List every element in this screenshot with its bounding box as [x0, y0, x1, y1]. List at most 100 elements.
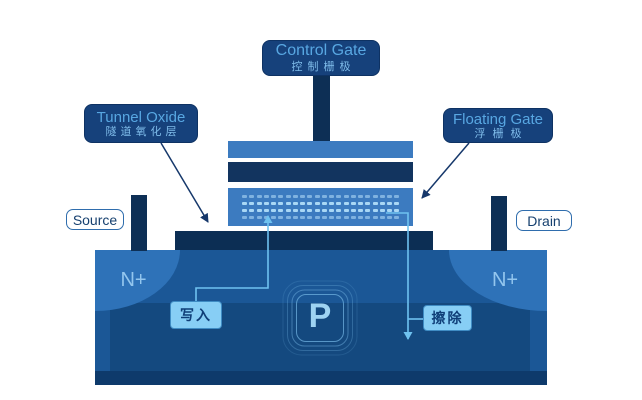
electron-dash — [329, 208, 334, 212]
electron-dash — [343, 215, 349, 219]
electron-dash — [314, 201, 320, 205]
floating-gate-layer — [228, 188, 413, 226]
electron-dash — [379, 201, 385, 205]
electron-dash — [379, 215, 385, 219]
tunnel-oxide-layer — [175, 231, 433, 250]
electron-dash — [292, 208, 298, 212]
electron-dash — [372, 208, 378, 212]
electron-dash — [307, 215, 312, 219]
electron-dash — [350, 201, 356, 205]
electron-dash — [394, 194, 399, 198]
p-substrate-body: N+ N+ P — [95, 250, 547, 385]
electron-dash — [343, 201, 349, 205]
electron-group — [300, 194, 312, 219]
electron-dash — [365, 208, 370, 212]
electron-dash — [372, 194, 378, 198]
write-tag: 写入 — [170, 301, 222, 329]
erase-tag: 擦除 — [423, 305, 472, 331]
tunnel-oxide-label-en: Tunnel Oxide — [96, 108, 186, 126]
floating-gate-electrons — [242, 194, 399, 219]
electron-dash — [343, 208, 349, 212]
control-gate-label-en: Control Gate — [275, 42, 367, 60]
electron-dash — [271, 194, 276, 198]
electron-dash — [271, 215, 276, 219]
electron-group — [372, 194, 385, 219]
electron-dash — [300, 208, 305, 212]
electron-dash — [307, 194, 312, 198]
electron-dash — [307, 208, 312, 212]
electron-dash — [387, 194, 392, 198]
electron-dash — [329, 194, 334, 198]
electron-dash — [300, 201, 305, 205]
electron-dash — [321, 208, 327, 212]
electron-dash — [379, 194, 385, 198]
drain-label: Drain — [516, 210, 572, 231]
electron-group — [271, 194, 283, 219]
electron-group — [242, 194, 254, 219]
electron-dash — [285, 201, 291, 205]
electron-dash — [256, 215, 262, 219]
n-plus-drain-region: N+ — [449, 250, 547, 311]
electron-dash — [372, 201, 378, 205]
electron-dash — [321, 215, 327, 219]
electron-dash — [256, 194, 262, 198]
floating-gate-label-cn: 浮栅极 — [474, 127, 529, 140]
electron-dash — [358, 208, 363, 212]
electron-dash — [307, 201, 312, 205]
electron-dash — [278, 208, 283, 212]
substrate-bottom-edge — [95, 371, 547, 385]
electron-dash — [350, 215, 356, 219]
electron-dash — [278, 194, 283, 198]
electron-group — [329, 194, 341, 219]
electron-dash — [350, 208, 356, 212]
electron-dash — [242, 208, 247, 212]
electron-dash — [249, 208, 254, 212]
electron-group — [387, 194, 399, 219]
electron-dash — [343, 194, 349, 198]
tunnel-oxide-label-cn: 隧道氧化层 — [105, 125, 181, 138]
electron-dash — [387, 201, 392, 205]
electron-dash — [271, 208, 276, 212]
interpoly-oxide-layer — [228, 162, 413, 182]
electron-dash — [365, 201, 370, 205]
electron-dash — [329, 215, 334, 219]
electron-dash — [263, 215, 269, 219]
electron-dash — [300, 215, 305, 219]
electron-dash — [285, 208, 291, 212]
electron-dash — [271, 201, 276, 205]
electron-dash — [263, 194, 269, 198]
electron-dash — [263, 208, 269, 212]
tunnel-oxide-pointer-arrow — [160, 142, 209, 223]
electron-dash — [285, 215, 291, 219]
control-gate-contact — [313, 74, 330, 142]
ripple-ring-icon — [291, 289, 349, 347]
electron-dash — [292, 194, 298, 198]
drain-electrode — [491, 196, 507, 251]
electron-dash — [358, 194, 363, 198]
electron-dash — [336, 208, 341, 212]
electron-dash — [300, 194, 305, 198]
electron-dash — [365, 194, 370, 198]
electron-dash — [358, 215, 363, 219]
ripple-ring-icon — [287, 285, 353, 351]
electron-dash — [336, 215, 341, 219]
electron-dash — [372, 215, 378, 219]
electron-group — [285, 194, 298, 219]
control-gate-label: Control Gate 控制栅极 — [262, 40, 380, 76]
electron-dash — [379, 208, 385, 212]
electron-dash — [336, 194, 341, 198]
electron-dash — [394, 201, 399, 205]
floating-gate-label-en: Floating Gate — [452, 110, 544, 128]
electron-dash — [350, 194, 356, 198]
electron-dash — [314, 194, 320, 198]
source-electrode — [131, 195, 147, 251]
control-gate-label-cn: 控制栅极 — [291, 60, 356, 73]
floating-gate-pointer-arrow — [421, 142, 470, 199]
electron-dash — [249, 215, 254, 219]
electron-dash — [263, 201, 269, 205]
electron-group — [256, 194, 269, 219]
electron-group — [358, 194, 370, 219]
electron-dash — [321, 201, 327, 205]
ripple-ring-icon — [296, 294, 344, 342]
